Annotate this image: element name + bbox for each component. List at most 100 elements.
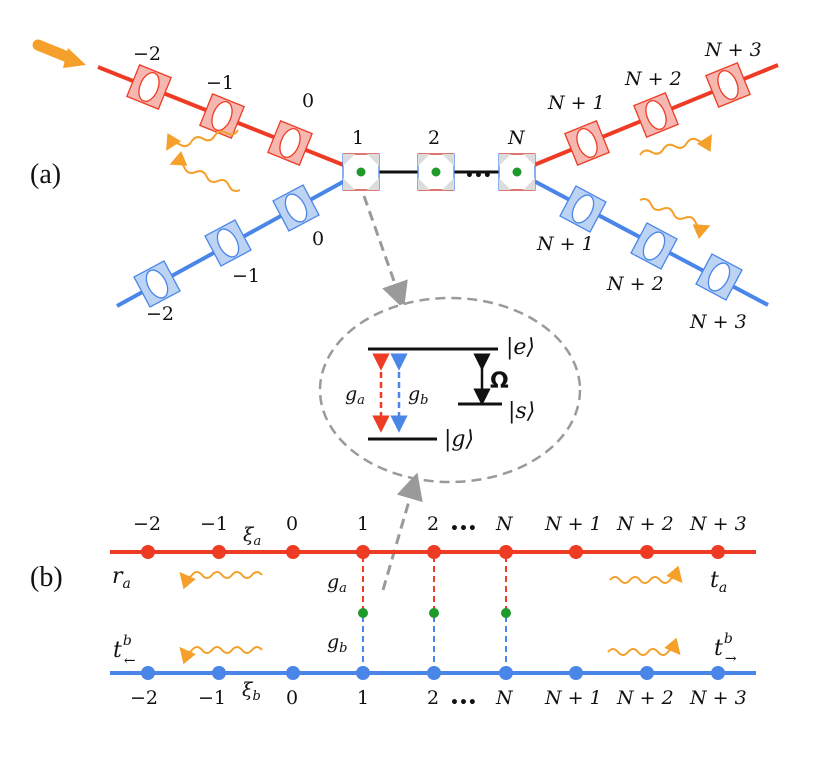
photon-t-b-right	[607, 637, 681, 656]
atom-cavity-1	[342, 153, 380, 191]
btm-top-label-2: 2	[427, 513, 439, 535]
label-blue-0: 0	[312, 228, 324, 250]
cavity-blue-minus1	[204, 219, 252, 267]
label-t-b-right: tb→	[714, 631, 737, 667]
site-b-5	[499, 666, 513, 680]
incoming-photon-arrow	[32, 39, 76, 64]
label-red-n2: N + 2	[624, 68, 682, 90]
panel-label-b: (b)	[30, 562, 63, 593]
site-a-1	[212, 545, 226, 559]
site-a-2	[286, 545, 300, 559]
btm-bot-label-n3: N + 3	[689, 687, 747, 709]
cavity-red-n2	[633, 92, 679, 138]
site-a-5	[499, 545, 513, 559]
btm-top-label-1: 1	[357, 513, 369, 535]
site-b-3	[356, 666, 370, 680]
coupling-lines	[358, 556, 511, 670]
site-a-7	[640, 545, 654, 559]
btm-top-label-0: 0	[286, 513, 298, 535]
label-xi-b: ξb	[242, 679, 261, 704]
cavity-red-n1	[564, 120, 610, 166]
photon-reflected-red	[166, 129, 239, 151]
label-level-e: |e⟩	[506, 335, 535, 360]
label-level-g: |g⟩	[444, 427, 474, 452]
label-ga-bottom: ga	[327, 571, 347, 596]
label-gb-level: gb	[408, 383, 429, 408]
zoom-connector-top	[362, 195, 408, 310]
label-blue-minus2: −2	[146, 303, 174, 325]
photon-r-a	[179, 571, 263, 590]
photon-transmitted-blue	[639, 198, 711, 240]
label-xi-a: ξa	[243, 524, 261, 549]
zoom-connector-bottom	[381, 472, 423, 591]
label-red-n3: N + 3	[704, 39, 762, 61]
btm-top-label-n3: N + 3	[689, 513, 747, 535]
btm-top-label-minus2: −2	[133, 513, 161, 535]
btm-bot-label-minus2: −2	[130, 687, 158, 709]
btm-top-label-n: N	[495, 513, 514, 535]
btm-bot-label-1: 1	[357, 687, 369, 709]
photon-t-b-left	[179, 646, 263, 665]
label-blue-minus1: −1	[232, 265, 260, 287]
label-blue-n3: N + 3	[689, 311, 747, 333]
cavity-red-n3	[705, 62, 751, 108]
label-atom-2: 2	[428, 127, 440, 149]
site-b-4	[427, 666, 441, 680]
atom-chain-ellipsis: •••	[465, 168, 492, 184]
btm-top-ellipsis: •••	[450, 521, 477, 537]
site-b-1	[212, 666, 226, 680]
site-a-4	[427, 545, 441, 559]
label-red-0: 0	[302, 90, 314, 112]
cavity-blue-n2	[630, 222, 678, 270]
site-b-2	[286, 666, 300, 680]
site-a-6	[569, 545, 583, 559]
cavity-red-0	[267, 120, 313, 166]
label-blue-n2: N + 2	[606, 273, 664, 295]
site-a-8	[711, 545, 725, 559]
level-scheme-bubble	[318, 296, 582, 484]
cavity-blue-n1	[559, 185, 607, 233]
chain-sites	[141, 545, 725, 680]
btm-bot-label-minus1: −1	[198, 687, 226, 709]
atom-cavity-2	[417, 153, 455, 191]
btm-bot-label-0: 0	[286, 687, 298, 709]
site-b-8	[711, 666, 725, 680]
site-a-0	[141, 545, 155, 559]
atom-cavity-n	[498, 153, 536, 191]
btm-bot-label-n2: N + 2	[616, 687, 674, 709]
btm-top-label-n1: N + 1	[544, 513, 602, 535]
label-ga-level: ga	[345, 383, 365, 408]
btm-bot-ellipsis: •••	[450, 695, 477, 711]
label-level-s: |s⟩	[508, 399, 535, 424]
site-b-6	[569, 666, 583, 680]
label-blue-n1: N + 1	[536, 233, 594, 255]
label-red-minus1: −1	[206, 72, 234, 94]
label-atom-1: 1	[352, 127, 364, 149]
btm-bot-label-n1: N + 1	[544, 687, 602, 709]
label-t-a: ta	[710, 568, 727, 596]
site-a-3	[356, 545, 370, 559]
label-t-b-left: tb←	[113, 633, 136, 669]
label-omega: Ω	[490, 369, 509, 394]
label-red-minus2: −2	[133, 43, 161, 65]
label-atom-n: N	[507, 127, 526, 149]
btm-top-label-n2: N + 2	[616, 513, 674, 535]
incoming-arrow-head	[63, 48, 86, 68]
panel-label-a: (a)	[30, 159, 61, 190]
site-b-0	[141, 666, 155, 680]
cavity-blue-n3	[695, 253, 743, 301]
cavity-red-minus2	[126, 64, 172, 110]
cavity-blue-minus2	[133, 260, 181, 308]
photon-t-a	[609, 565, 683, 584]
label-r-a: ra	[112, 564, 131, 592]
label-red-n1: N + 1	[547, 92, 605, 114]
label-gb-bottom: gb	[327, 631, 348, 656]
photon-reflected-blue	[169, 150, 241, 192]
btm-bot-label-2: 2	[427, 687, 439, 709]
btm-bot-label-n: N	[495, 687, 514, 709]
site-b-7	[640, 666, 654, 680]
btm-top-label-minus1: −1	[200, 513, 228, 535]
cavity-blue-0	[272, 184, 320, 232]
photon-transmitted-red	[639, 134, 712, 156]
